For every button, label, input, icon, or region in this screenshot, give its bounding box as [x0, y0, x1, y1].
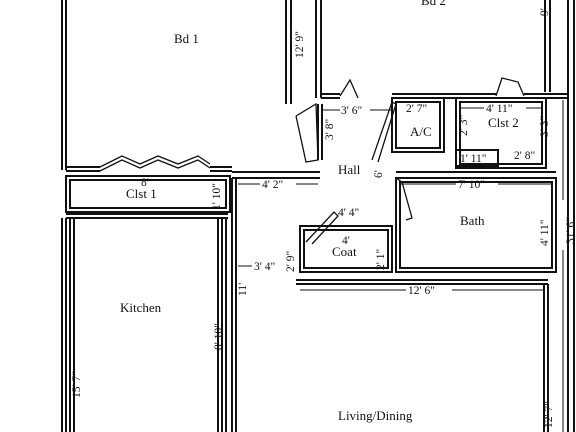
- label-coat: Coat: [332, 244, 357, 259]
- label-clst2: Clst 2: [488, 115, 519, 130]
- dim-ac-w: 2' 7": [406, 103, 427, 115]
- coat-closet: [299, 211, 393, 273]
- dim-coat-h: 2' 1": [375, 249, 387, 270]
- dim-kitchen-gap: 3' 4": [254, 261, 275, 273]
- dim-clst1-w: 8': [141, 177, 149, 189]
- bath: [395, 177, 557, 273]
- dim-bath-w: 7' 10": [458, 179, 485, 191]
- dim-overall-h: 31' 6": [565, 217, 576, 244]
- dim-bd1-height: 12' 9": [294, 31, 306, 58]
- dim-coat-w: 4': [342, 235, 350, 247]
- dimension-labels: 3' 6" 2' 7" 4' 11" 1' 11" 2' 8" 8' 4' 2"…: [141, 103, 535, 297]
- dim-coat-w-top: 4' 4": [338, 207, 359, 219]
- kitchen: [66, 213, 228, 432]
- room-labels: Bd 1 Bd 2 Clst 1 Clst 2 A/C Hall Bath Co…: [120, 0, 519, 423]
- label-living: Living/Dining: [338, 408, 413, 423]
- dim-bd2-height: 9': [539, 8, 551, 16]
- dim-clst2-h: 3' 3": [539, 116, 551, 137]
- dim-kitchen-side: 11': [237, 283, 249, 296]
- dim-small-clst-w: 1' 11": [460, 153, 486, 165]
- dim-small-clst-h: 2' 8": [514, 150, 535, 162]
- dimension-labels-vertical: 12' 9" 9' 3' 8" 2' 3" 3' 3" 1' 10" 6' 2'…: [71, 8, 576, 428]
- label-kitchen: Kitchen: [120, 300, 162, 315]
- bedroom-1: [66, 0, 292, 172]
- dim-hall-door: 6': [373, 170, 385, 178]
- dim-kitchen-full-h: 15' 7": [71, 371, 83, 398]
- outer-walls: [61, 0, 575, 432]
- dim-clst2-w: 4' 11": [486, 103, 512, 115]
- label-bd2: Bd 2: [421, 0, 446, 8]
- dim-bath-h: 4' 11": [539, 220, 551, 246]
- label-ac: A/C: [410, 124, 432, 139]
- label-bd1: Bd 1: [174, 31, 199, 46]
- dim-hall-span: 4' 2": [262, 179, 283, 191]
- dim-ac-h: 2' 3": [458, 115, 470, 136]
- dim-living-h: 12' 7": [543, 401, 555, 428]
- closet-1: [65, 175, 237, 432]
- living-dining: [296, 279, 549, 432]
- label-clst1: Clst 1: [126, 186, 157, 201]
- dimension-lines: [238, 100, 564, 432]
- dim-kitchen-h: 8' 10": [213, 323, 225, 350]
- dim-clst1-h: 1' 10": [211, 183, 223, 210]
- label-bath: Bath: [460, 213, 485, 228]
- label-hall: Hall: [338, 162, 361, 177]
- bedroom-2: [315, 0, 568, 99]
- dim-coat-left: 2' 9": [285, 251, 297, 272]
- dim-hall-w: 3' 6": [341, 105, 362, 117]
- dim-hall-h: 3' 8": [324, 119, 336, 140]
- dim-living-w: 12' 6": [408, 285, 435, 297]
